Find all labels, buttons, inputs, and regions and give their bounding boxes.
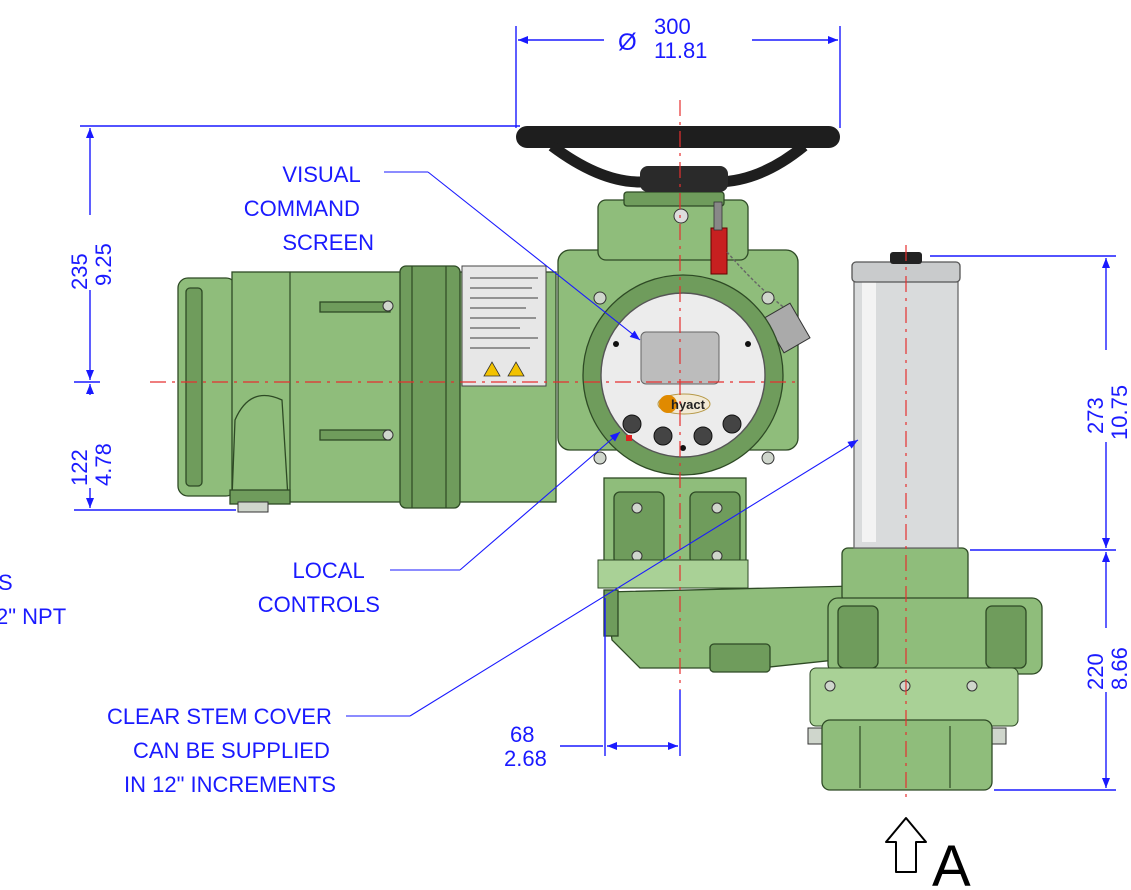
- diameter-in: 11.81: [654, 38, 707, 63]
- callout-stem-line3: IN 12" INCREMENTS: [124, 772, 336, 797]
- dimension-left-vertical: 235 9.25 122 4.78: [67, 125, 520, 511]
- svg-text:CLEAR STEM COVER CAN BE: CLEAR STEM COVER CAN BE SUPPLIED IN 12" …: [107, 704, 338, 797]
- svg-text:S 2" NPT: S 2" NPT: [0, 570, 66, 629]
- callout-local-controls: LOCAL CONTROLS: [258, 431, 621, 617]
- base-height-in: 8.66: [1107, 647, 1131, 690]
- callout-clear-stem-cover: CLEAR STEM COVER CAN BE SUPPLIED IN 12" …: [107, 439, 859, 797]
- callout-partial-left: S 2" NPT: [0, 570, 66, 629]
- view-arrow-icon: [885, 817, 927, 873]
- view-marker-label: A: [932, 834, 971, 890]
- lower-height-mm: 122: [67, 449, 92, 486]
- offset-mm: 68: [510, 722, 534, 747]
- dimension-handwheel-diameter: Ø 300 11.81: [515, 14, 841, 128]
- callout-stem-line1: CLEAR STEM COVER: [107, 704, 332, 729]
- callout-local-line2: CONTROLS: [258, 592, 380, 617]
- callout-visual-command-screen: VISUAL COMMAND SCREEN: [244, 162, 641, 341]
- dimension-right-vertical: 273 10.75 220 8.66: [930, 255, 1131, 791]
- brand-logo: hyact: [671, 397, 706, 412]
- base-height-mm: 220: [1083, 653, 1108, 690]
- stem-cover-height-mm: 273: [1083, 397, 1108, 434]
- stem-cover-height-in: 10.75: [1107, 385, 1131, 440]
- top-height-mm: 235: [67, 253, 92, 290]
- callout-visual-line2: COMMAND: [244, 196, 360, 221]
- lower-height-in: 4.78: [91, 443, 116, 486]
- top-height-in: 9.25: [91, 243, 116, 286]
- diameter-mm: 300: [654, 14, 691, 39]
- callout-local-line1: LOCAL: [293, 558, 365, 583]
- view-marker-a: A: [885, 817, 971, 890]
- diameter-symbol: Ø: [618, 29, 637, 56]
- callout-visual-line3: SCREEN: [282, 230, 374, 255]
- svg-text:VISUAL COMMAND SCR: VISUAL COMMAND SCREEN: [244, 162, 374, 255]
- svg-text:LOCAL CONTROLS: LOCAL CONTROLS: [258, 558, 380, 617]
- dimension-offset: 68 2.68: [504, 598, 681, 771]
- callout-visual-line1: VISUAL: [282, 162, 360, 187]
- actuator-body: hyact: [177, 126, 1043, 791]
- offset-in: 2.68: [504, 746, 547, 771]
- callout-stem-line2: CAN BE SUPPLIED: [133, 738, 330, 763]
- callout-partial-line1: S: [0, 570, 13, 595]
- centerlines: [150, 100, 907, 800]
- callout-partial-line2: 2" NPT: [0, 604, 66, 629]
